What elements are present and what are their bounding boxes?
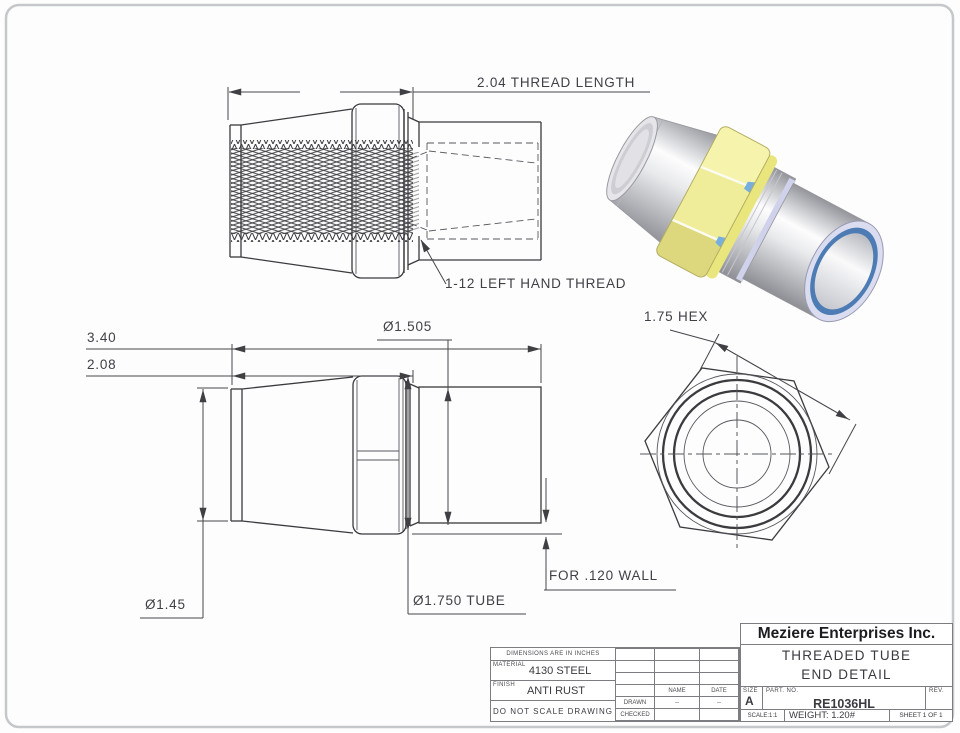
dim-small-end-dia xyxy=(140,387,228,619)
render-tube-end-face xyxy=(804,220,884,323)
render-weld-end-face xyxy=(606,116,658,202)
date-header: DATE xyxy=(699,684,739,697)
tube-sleeve xyxy=(418,386,542,524)
label-overall-length: 3.40 xyxy=(87,330,117,345)
label-wall-note: FOR .120 WALL xyxy=(549,568,658,583)
dim-thread-length xyxy=(227,87,650,120)
material-label: MATERIAL xyxy=(493,662,526,668)
label-thread-callout: 1-12 LEFT HAND THREAD xyxy=(445,276,627,291)
finish-label: FINISH xyxy=(493,682,516,688)
scale-value: SCALE:1:1 xyxy=(747,712,778,719)
drawn-name: -- xyxy=(654,696,700,709)
hidden-tube-dashed xyxy=(411,142,539,240)
dim-tube-dia xyxy=(404,376,526,615)
render-isometric xyxy=(606,116,884,323)
drawn-date: -- xyxy=(699,696,739,709)
thread-hatch xyxy=(231,140,419,242)
label-small-end-dia: Ø1.45 xyxy=(145,597,186,612)
label-hex-size: 1.75 HEX xyxy=(644,309,709,324)
thread-callout-leader xyxy=(420,239,447,285)
sheet-value: SHEET 1 OF 1 xyxy=(899,712,943,719)
render-hex-back-ring xyxy=(705,155,778,279)
render-hex-nut xyxy=(654,124,773,280)
hexagon-outline xyxy=(644,367,830,541)
no-scale-note: DO NOT SCALE DRAWING xyxy=(492,706,613,716)
sheet-border xyxy=(4,3,955,729)
titleblock-main: Meziere Enterprises Inc. THREADED TUBE E… xyxy=(740,623,953,722)
checked-label: CHECKED xyxy=(615,708,655,721)
company-name: Meziere Enterprises Inc. xyxy=(757,625,936,642)
label-body-length: 2.08 xyxy=(87,357,117,372)
name-header: NAME xyxy=(654,684,700,697)
label-tube-dia: Ø1.750 TUBE xyxy=(413,593,506,608)
finish-value: ANTI RUST xyxy=(526,684,586,697)
size-value: A xyxy=(745,694,754,708)
hex-side-lower-view xyxy=(352,375,407,535)
rev-label: REV. xyxy=(929,688,945,694)
part-no-value: RE1036HL xyxy=(813,697,875,710)
titleblock-notes: DIMENSIONS ARE IN INCHES MATERIAL 4130 S… xyxy=(490,647,616,722)
label-bore-dia: Ø1.505 xyxy=(383,319,433,334)
view-side-threaded xyxy=(227,87,650,285)
dim-overall-length xyxy=(86,344,542,385)
weight-value: WEIGHT: 1.20# xyxy=(789,710,855,721)
material-value: 4130 STEEL xyxy=(528,664,592,677)
part-no-label: PART. NO. xyxy=(766,688,799,694)
label-thread-length: 2.04 THREAD LENGTH xyxy=(477,75,636,90)
dim-bore-dia xyxy=(377,339,452,525)
dim-wall-note xyxy=(412,478,676,591)
dimensions-note: DIMENSIONS ARE IN INCHES xyxy=(506,651,600,657)
drawing-title-line1: THREADED TUBE xyxy=(781,647,912,663)
drawing-title-line2: END DETAIL xyxy=(801,666,892,682)
dim-body-length xyxy=(86,370,414,383)
drawn-label: DRAWN xyxy=(615,696,655,709)
dim-hex-size xyxy=(669,329,857,475)
size-label: SIZE xyxy=(743,688,758,694)
view-side-dimensioned xyxy=(86,339,676,619)
view-hex-end xyxy=(640,329,857,552)
titleblock-signoff: NAME DATE DRAWN -- -- CHECKED xyxy=(615,647,740,722)
